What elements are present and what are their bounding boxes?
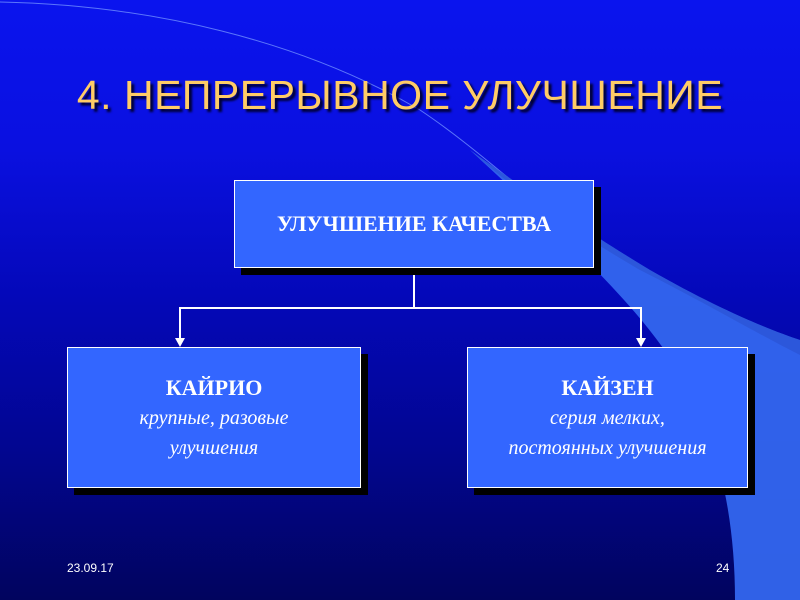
slide-title: 4. НЕПРЕРЫВНОЕ УЛУЧШЕНИЕ — [76, 72, 724, 118]
child-box-heading: КАЙРИО — [165, 374, 263, 400]
root-box-quality-improvement: УЛУЧШЕНИЕ КАЧЕСТВА — [234, 180, 594, 268]
footer-date: 23.09.17 — [67, 561, 114, 575]
child-box-kaizen: КАЙЗЕН серия мелких, постоянных улучшени… — [467, 347, 748, 488]
child-box-description-line: крупные, разовые — [139, 406, 289, 429]
child-box-kairio: КАЙРИО крупные, разовые улучшения — [67, 347, 361, 488]
root-box-label: УЛУЧШЕНИЕ КАЧЕСТВА — [276, 211, 552, 236]
child-box-heading: КАЙЗЕН — [561, 374, 654, 400]
child-box-description-line: постоянных улучшения — [508, 436, 707, 459]
child-box-description-line: улучшения — [169, 436, 259, 459]
child-box-description-line: серия мелких, — [550, 406, 665, 429]
footer-page-number: 24 — [716, 561, 730, 575]
